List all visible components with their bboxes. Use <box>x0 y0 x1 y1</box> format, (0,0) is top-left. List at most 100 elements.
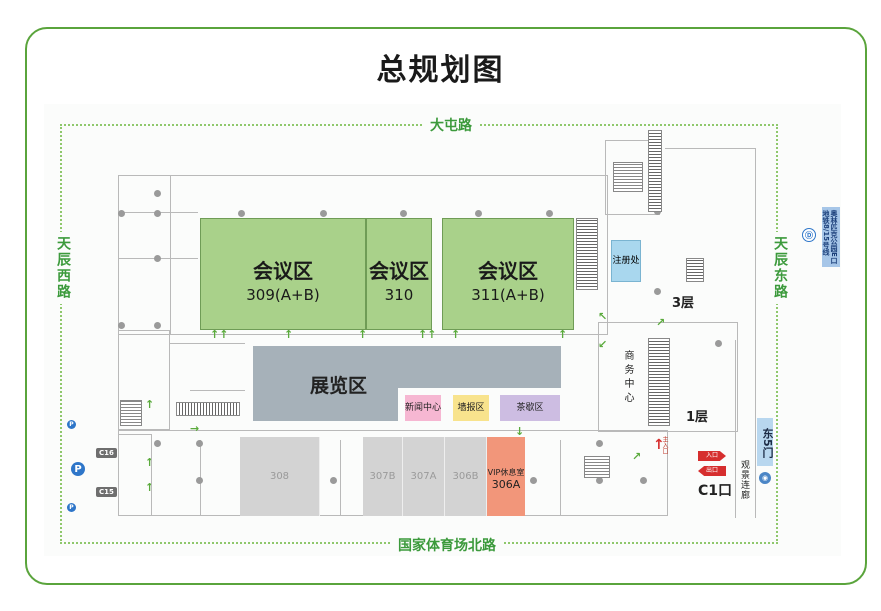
vip-label: VIP休息室 <box>487 468 525 477</box>
column-dot <box>154 255 161 262</box>
column-dot <box>330 477 337 484</box>
hall-310-name: 会议区 <box>369 259 429 283</box>
east-gate-label: 东5门 <box>761 428 774 458</box>
registration-desk: 注册处 <box>611 240 641 282</box>
column-dot <box>530 477 537 484</box>
parking-icon: P <box>71 462 85 476</box>
parking-icon-small: P <box>67 420 76 429</box>
escalator-west <box>176 402 240 416</box>
hall-311-room: 311(A+B) <box>471 286 545 304</box>
room-308: 308 <box>240 437 320 516</box>
zone-poster: 墙报区 <box>453 395 489 421</box>
building-outline-north <box>118 175 608 335</box>
room-306b: 306B <box>445 437 487 516</box>
hall-309: 会议区 309(A+B) <box>200 218 366 330</box>
column-dot <box>475 210 482 217</box>
road-west: 天辰西路 <box>53 232 73 304</box>
entry-arrow: ↑ <box>145 481 155 494</box>
parking-c16-label: C16 <box>96 448 117 458</box>
entry-arrow: ↗ <box>632 450 642 463</box>
zone-news: 新闻中心 <box>405 395 441 421</box>
entry-arrow: ↑↑ <box>210 328 229 341</box>
exhibition-label: 展览区 <box>310 375 368 397</box>
column-dot <box>118 210 125 217</box>
parking-c15-label: C15 <box>96 487 117 497</box>
page-title: 总规划图 <box>376 53 505 88</box>
floor-1-label: 1层 <box>686 410 709 425</box>
column-dot <box>640 477 647 484</box>
room-307a: 307A <box>403 437 445 516</box>
hall-311: 会议区 311(A+B) <box>442 218 574 330</box>
escalator-north-east <box>648 130 662 212</box>
entry-arrow: ↖ <box>598 310 608 323</box>
road-east: 天辰东路 <box>770 232 790 304</box>
floor-3-label: 3层 <box>672 296 695 311</box>
inner-wall <box>560 440 562 516</box>
column-dot <box>400 210 407 217</box>
inner-wall <box>170 175 172 335</box>
column-dot <box>154 210 161 217</box>
column-dot <box>154 440 161 447</box>
inner-wall <box>340 440 342 516</box>
vip-lounge: VIP休息室 306A <box>487 437 525 516</box>
entry-arrow: → <box>190 422 200 435</box>
entry-arrow: ↑ <box>451 328 461 341</box>
column-dot <box>196 440 203 447</box>
entrance-out-arrow: 出口 <box>698 466 726 476</box>
entrance-c1-label: C1口 <box>698 483 733 499</box>
column-dot <box>320 210 327 217</box>
hall-311-name: 会议区 <box>478 259 538 283</box>
escalator-3f <box>686 258 704 282</box>
entrance-out-text: 出口 <box>705 467 718 474</box>
road-south: 国家体育场北路 <box>392 535 502 555</box>
service-block <box>118 434 152 516</box>
hall-309-room: 309(A+B) <box>246 286 320 304</box>
entry-arrow: ↑ <box>558 328 568 341</box>
vip-room: 306A <box>491 478 521 491</box>
business-center-label: 商务中心 <box>622 350 633 406</box>
entry-arrow: ↑ <box>284 328 294 341</box>
hall-310-room: 310 <box>384 286 414 304</box>
walkway-label: 观景连廊 <box>739 460 749 500</box>
entry-arrow: ↑↑ <box>418 328 437 341</box>
column-dot <box>196 477 203 484</box>
column-dot <box>118 322 125 329</box>
zone-tea: 茶歇区 <box>500 395 560 421</box>
inner-wall <box>170 343 245 345</box>
east-wall-line <box>755 148 757 518</box>
inner-wall <box>190 390 245 392</box>
entrance-in-arrow: 入口 <box>698 451 726 461</box>
road-north: 大屯路 <box>424 115 478 135</box>
entry-arrow: ↗ <box>656 316 666 329</box>
column-dot <box>596 477 603 484</box>
east-wall-line <box>665 148 755 150</box>
column-dot <box>154 322 161 329</box>
entry-arrow: ↙ <box>598 338 608 351</box>
stairs-south <box>584 456 610 478</box>
stairs-north-east <box>613 162 643 192</box>
column-dot <box>546 210 553 217</box>
entry-arrow: ↑ <box>145 398 155 411</box>
column-dot <box>238 210 245 217</box>
entrance-in-text: 入口 <box>705 452 718 459</box>
escalator-east <box>648 338 670 426</box>
east-gate-5: 东5门 <box>757 418 774 466</box>
column-dot <box>654 288 661 295</box>
column-dot <box>154 190 161 197</box>
room-307b: 307B <box>363 437 403 516</box>
gate-pin-icon: ◉ <box>759 472 771 484</box>
hall-309-name: 会议区 <box>253 259 313 283</box>
entry-arrow: ↑ <box>358 328 368 341</box>
hall-310: 会议区 310 <box>366 218 432 330</box>
entry-arrow: ↓ <box>515 425 525 438</box>
stairs-west <box>120 400 142 426</box>
escalator-north <box>576 218 598 290</box>
building-outline-east <box>598 322 738 432</box>
main-entrance-label: 主入口 <box>661 436 668 454</box>
subway-info: 奥林匹克公园E口 地铁8/15号线 <box>822 207 840 267</box>
column-dot <box>715 340 722 347</box>
column-dot <box>596 440 603 447</box>
building-outline-west <box>118 330 170 430</box>
inner-wall <box>735 340 737 518</box>
parking-icon-small: P <box>67 503 76 512</box>
